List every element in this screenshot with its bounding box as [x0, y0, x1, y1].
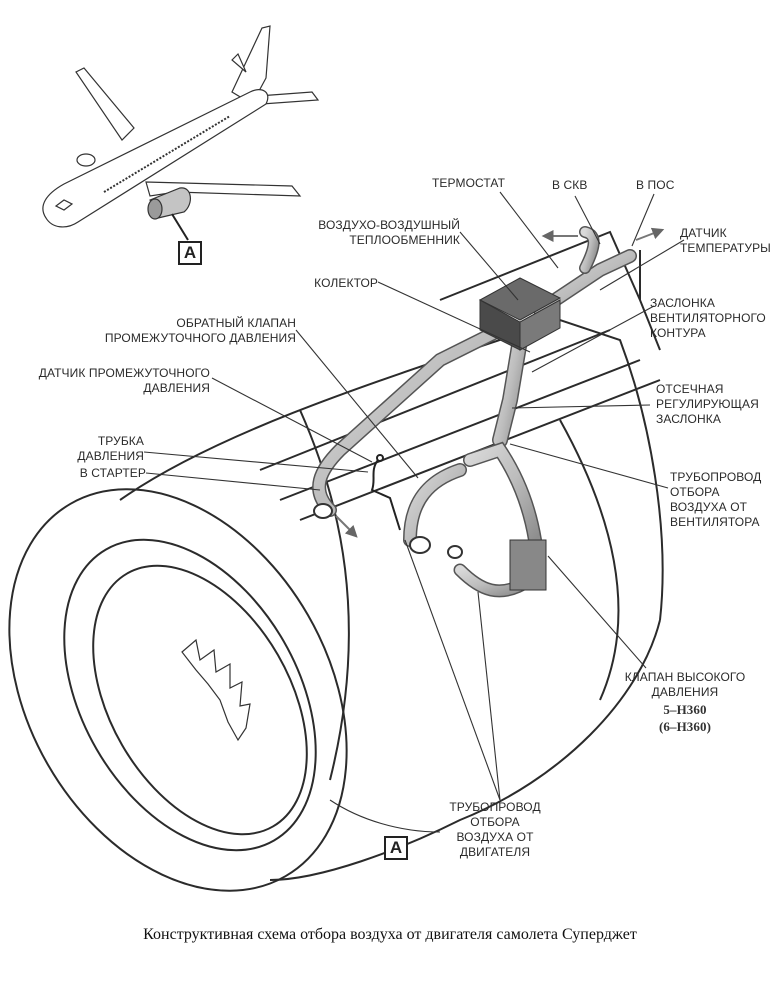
- detail-marker-main: A: [384, 836, 408, 860]
- nacelle-lower-outline: [269, 619, 661, 881]
- engine-nacelle: [8, 230, 664, 892]
- leader-lines: [143, 191, 685, 801]
- flow-arrow-to-starter: [335, 515, 358, 538]
- label-to-ais: В ПОС: [636, 178, 675, 192]
- label-to-ecs: В СКВ: [552, 178, 588, 192]
- figure-caption: Конструктивная схема отбора воздуха от д…: [143, 926, 637, 943]
- nacelle-rear-seam: [559, 419, 620, 701]
- duct-flange: [409, 536, 431, 554]
- hp-valve-body: [509, 539, 547, 591]
- bleed-air-ducting: [312, 226, 637, 598]
- label-manifold: КОЛЕКТОР: [314, 276, 378, 290]
- airplane-far-engine: [76, 153, 96, 167]
- airplane-engine-highlight: [147, 187, 191, 241]
- duct-flange: [447, 545, 463, 559]
- label-heat-exchanger: ВОЗДУХО-ВОЗДУШНЫЙ ТЕПЛООБМЕННИК: [318, 218, 460, 247]
- ip-pressure-sensor-glyph: [376, 454, 384, 462]
- starter-duct-flange: [313, 503, 333, 519]
- label-shutoff-regulating-valve: ОТСЕЧНАЯ РЕГУЛИРУЮЩАЯ ЗАСЛОНКА: [656, 382, 759, 426]
- pylon-line-2: [279, 359, 641, 501]
- airplane-far-wing: [75, 67, 135, 141]
- label-hp-valve-ref1: 5–H360: [663, 702, 707, 717]
- label-hp-valve-ref2: (6–H360): [658, 719, 712, 734]
- nacelle-inner-lip: [63, 538, 317, 852]
- label-thermostat: ТЕРМОСТАТ: [432, 176, 506, 190]
- airplane-window-row: [103, 115, 231, 193]
- nacelle-intake-lip: [8, 488, 348, 892]
- detail-marker-inset: A: [178, 241, 202, 265]
- pylon-line-1: [259, 329, 611, 471]
- label-hp-valve: КЛАПАН ВЫСОКОГО ДАВЛЕНИЯ: [624, 670, 746, 699]
- label-ip-check-valve: ОБРАТНЫЙ КЛАПАН ПРОМЕЖУТОЧНОГО ДАВЛЕНИЯ: [104, 316, 296, 345]
- label-to-starter: В СТАРТЕР: [79, 466, 146, 480]
- airplane-fuselage: [42, 89, 269, 228]
- nacelle-fan-ring: [92, 564, 308, 836]
- airplane-cockpit-window: [54, 199, 74, 211]
- airplane-illustration: [42, 25, 320, 228]
- label-pressure-tube: ТРУБКА ДАВЛЕНИЯ: [77, 434, 144, 463]
- fan-blades: [181, 638, 251, 742]
- label-engine-bleed-duct: ТРУБОПРОВОД ОТБОРА ВОЗДУХА ОТ ДВИГАТЕЛЯ: [449, 800, 541, 859]
- heat-exchanger: [478, 277, 562, 351]
- airplane-near-wing: [145, 181, 302, 197]
- airplane-tail-fin: [231, 52, 247, 73]
- label-temperature-sensor: ДАТЧИК ТЕМПЕРАТУРЫ: [680, 226, 771, 255]
- flow-arrow-to-ais: [635, 227, 665, 241]
- pressure-tube: [370, 459, 401, 531]
- label-fan-bleed-duct: ТРУБОПРОВОД ОТБОРА ВОЗДУХА ОТ ВЕНТИЛЯТОР…: [670, 470, 762, 529]
- label-ip-pressure-sensor: ДАТЧИК ПРОМЕЖУТОЧНОГО ДАВЛЕНИЯ: [38, 366, 210, 395]
- leader-line: [329, 799, 441, 833]
- label-fan-air-valve: ЗАСЛОНКА ВЕНТИЛЯТОРНОГО КОНТУРА: [650, 296, 766, 340]
